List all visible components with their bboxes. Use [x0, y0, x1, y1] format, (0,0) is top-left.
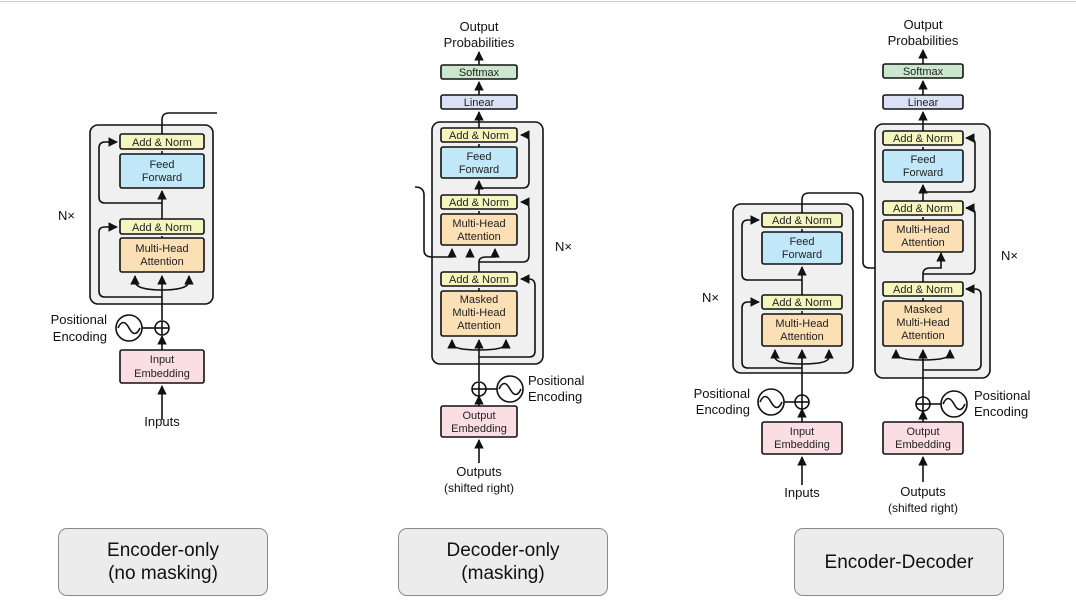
outputs-label: Outputs — [456, 464, 502, 479]
attention-label: Multi-Head — [135, 243, 188, 255]
encoder-stack — [89, 124, 214, 305]
encoder-decoder-caption: Encoder-Decoder — [794, 528, 1004, 596]
encoder-only-caption: Encoder-only (no masking) — [58, 528, 268, 596]
positional-encoding-label: Encoding — [53, 329, 107, 344]
softmax-label: Softmax — [903, 66, 944, 78]
add-norm-label: Add & Norm — [449, 274, 509, 286]
embedding-label: Embedding — [134, 368, 190, 380]
embedding-label: Embedding — [895, 439, 951, 451]
caption-line: Encoder-only — [107, 540, 219, 561]
feed-forward-label: Feed — [149, 159, 174, 171]
attention-label: Attention — [457, 231, 500, 243]
add-norm-label: Add & Norm — [893, 203, 953, 215]
embedding-label: Input — [150, 354, 174, 366]
masked-attention-label: Attention — [457, 320, 500, 332]
embedding-label: Output — [462, 410, 495, 422]
positional-encoding-label: Positional — [51, 312, 107, 327]
inputs-label: Inputs — [784, 485, 820, 500]
outputs-label: (shifted right) — [888, 501, 958, 515]
embedding-label: Output — [906, 426, 939, 438]
linear-label: Linear — [908, 97, 939, 109]
attention-label: Attention — [140, 256, 183, 268]
feed-forward-label: Feed — [910, 154, 935, 166]
masked-attention-label: Attention — [901, 330, 944, 342]
positional-encoding-label: Positional — [694, 386, 750, 401]
attention-label: Multi-Head — [896, 224, 949, 236]
caption-line: Decoder-only — [446, 540, 560, 561]
top-divider — [0, 1, 1076, 2]
positional-encoding-label: Encoding — [696, 402, 750, 417]
add-norm-label: Add & Norm — [772, 297, 832, 309]
output-probabilities-label: Probabilities — [888, 33, 959, 48]
encoder-stack — [732, 203, 854, 374]
add-norm-label: Add & Norm — [893, 284, 953, 296]
decoder-only-text: Output Probabilities Softmax Linear Add … — [444, 19, 585, 495]
add-norm-label: Add & Norm — [132, 137, 192, 149]
softmax-label: Softmax — [459, 67, 500, 79]
embedding-label: Input — [790, 426, 814, 438]
output-probabilities-label: Output — [903, 17, 942, 32]
nx-label: N× — [555, 239, 572, 254]
add-norm-label: Add & Norm — [893, 133, 953, 145]
embedding-label: Embedding — [451, 423, 507, 435]
encoder-decoder-panel — [732, 49, 991, 485]
encoder-decoder-text: Output Probabilities Softmax Linear N× A… — [694, 17, 1031, 515]
positional-encoding-label: Encoding — [974, 404, 1028, 419]
attention-label: Multi-Head — [452, 218, 505, 230]
attention-label: Multi-Head — [775, 318, 828, 330]
encoder-only-text: N× Add & Norm Feed Forward Add & Norm Mu… — [51, 137, 192, 429]
positional-encoding-label: Positional — [974, 388, 1030, 403]
positional-encoding-label: Positional — [528, 373, 584, 388]
positional-encoding-label: Encoding — [528, 389, 582, 404]
add-norm-label: Add & Norm — [449, 130, 509, 142]
add-norm-label: Add & Norm — [449, 197, 509, 209]
attention-label: Attention — [901, 237, 944, 249]
outputs-label: (shifted right) — [444, 481, 514, 495]
output-probabilities-label: Output — [459, 19, 498, 34]
masked-attention-label: Multi-Head — [896, 317, 949, 329]
add-norm-label: Add & Norm — [772, 215, 832, 227]
caption-line: (no masking) — [108, 563, 218, 584]
inputs-label: Inputs — [144, 414, 180, 429]
add-norm-label: Add & Norm — [132, 222, 192, 234]
feed-forward-label: Feed — [789, 236, 814, 248]
feed-forward-label: Forward — [142, 172, 182, 184]
output-probabilities-label: Probabilities — [444, 35, 515, 50]
linear-label: Linear — [464, 97, 495, 109]
decoder-only-panel — [414, 51, 544, 463]
feed-forward-label: Feed — [466, 151, 491, 163]
masked-attention-label: Multi-Head — [452, 307, 505, 319]
caption-line: (masking) — [461, 563, 545, 584]
feed-forward-label: Forward — [782, 249, 822, 261]
nx-label: N× — [1001, 248, 1018, 263]
feed-forward-label: Forward — [459, 164, 499, 176]
encoder-only-panel — [89, 112, 217, 420]
nx-label: N× — [702, 290, 719, 305]
caption-line: Encoder-Decoder — [824, 551, 974, 573]
nx-label: N× — [58, 208, 75, 223]
outputs-label: Outputs — [900, 484, 946, 499]
attention-label: Attention — [780, 331, 823, 343]
masked-attention-label: Masked — [904, 304, 943, 316]
embedding-label: Embedding — [774, 439, 830, 451]
decoder-only-caption: Decoder-only (masking) — [398, 528, 608, 596]
feed-forward-label: Forward — [903, 167, 943, 179]
masked-attention-label: Masked — [460, 294, 499, 306]
